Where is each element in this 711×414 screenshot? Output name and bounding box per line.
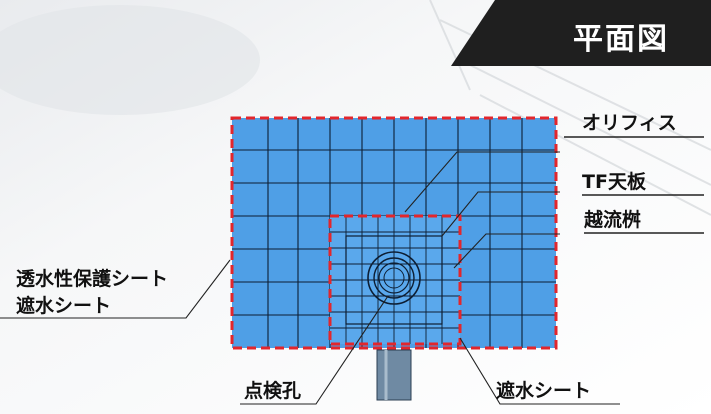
waterproof-sheet-outline [230,116,558,350]
inspection-hole [367,251,421,305]
waterproof-sheet-bottom-leader [459,337,620,405]
tf-top-plate-leader [441,191,560,237]
label-waterproof-sheet-bottom: 遮水シート [496,380,592,402]
overflow-basin-leader [453,233,560,269]
label-tf-top-plate: TF天板 [582,171,646,193]
label-overflow-basin: 越流桝 [584,209,642,231]
page-title: 平面図 [573,22,669,57]
title-banner: 平面図 [451,0,711,66]
overflow-basin-outline [328,214,462,346]
inspection-hole-leader [240,295,389,405]
label-permeable-sheet: 透水性保護シート [16,268,169,290]
outlet-pipe [376,349,412,401]
label-waterproof-sheet-left: 遮水シート [16,295,112,317]
tf-top-plate-outline [345,235,443,325]
label-orifice: オリフィス [582,112,677,134]
orifice-leader [404,151,560,213]
label-inspection-hole: 点検孔 [244,380,302,402]
permeable-sheet-leader [0,259,231,319]
